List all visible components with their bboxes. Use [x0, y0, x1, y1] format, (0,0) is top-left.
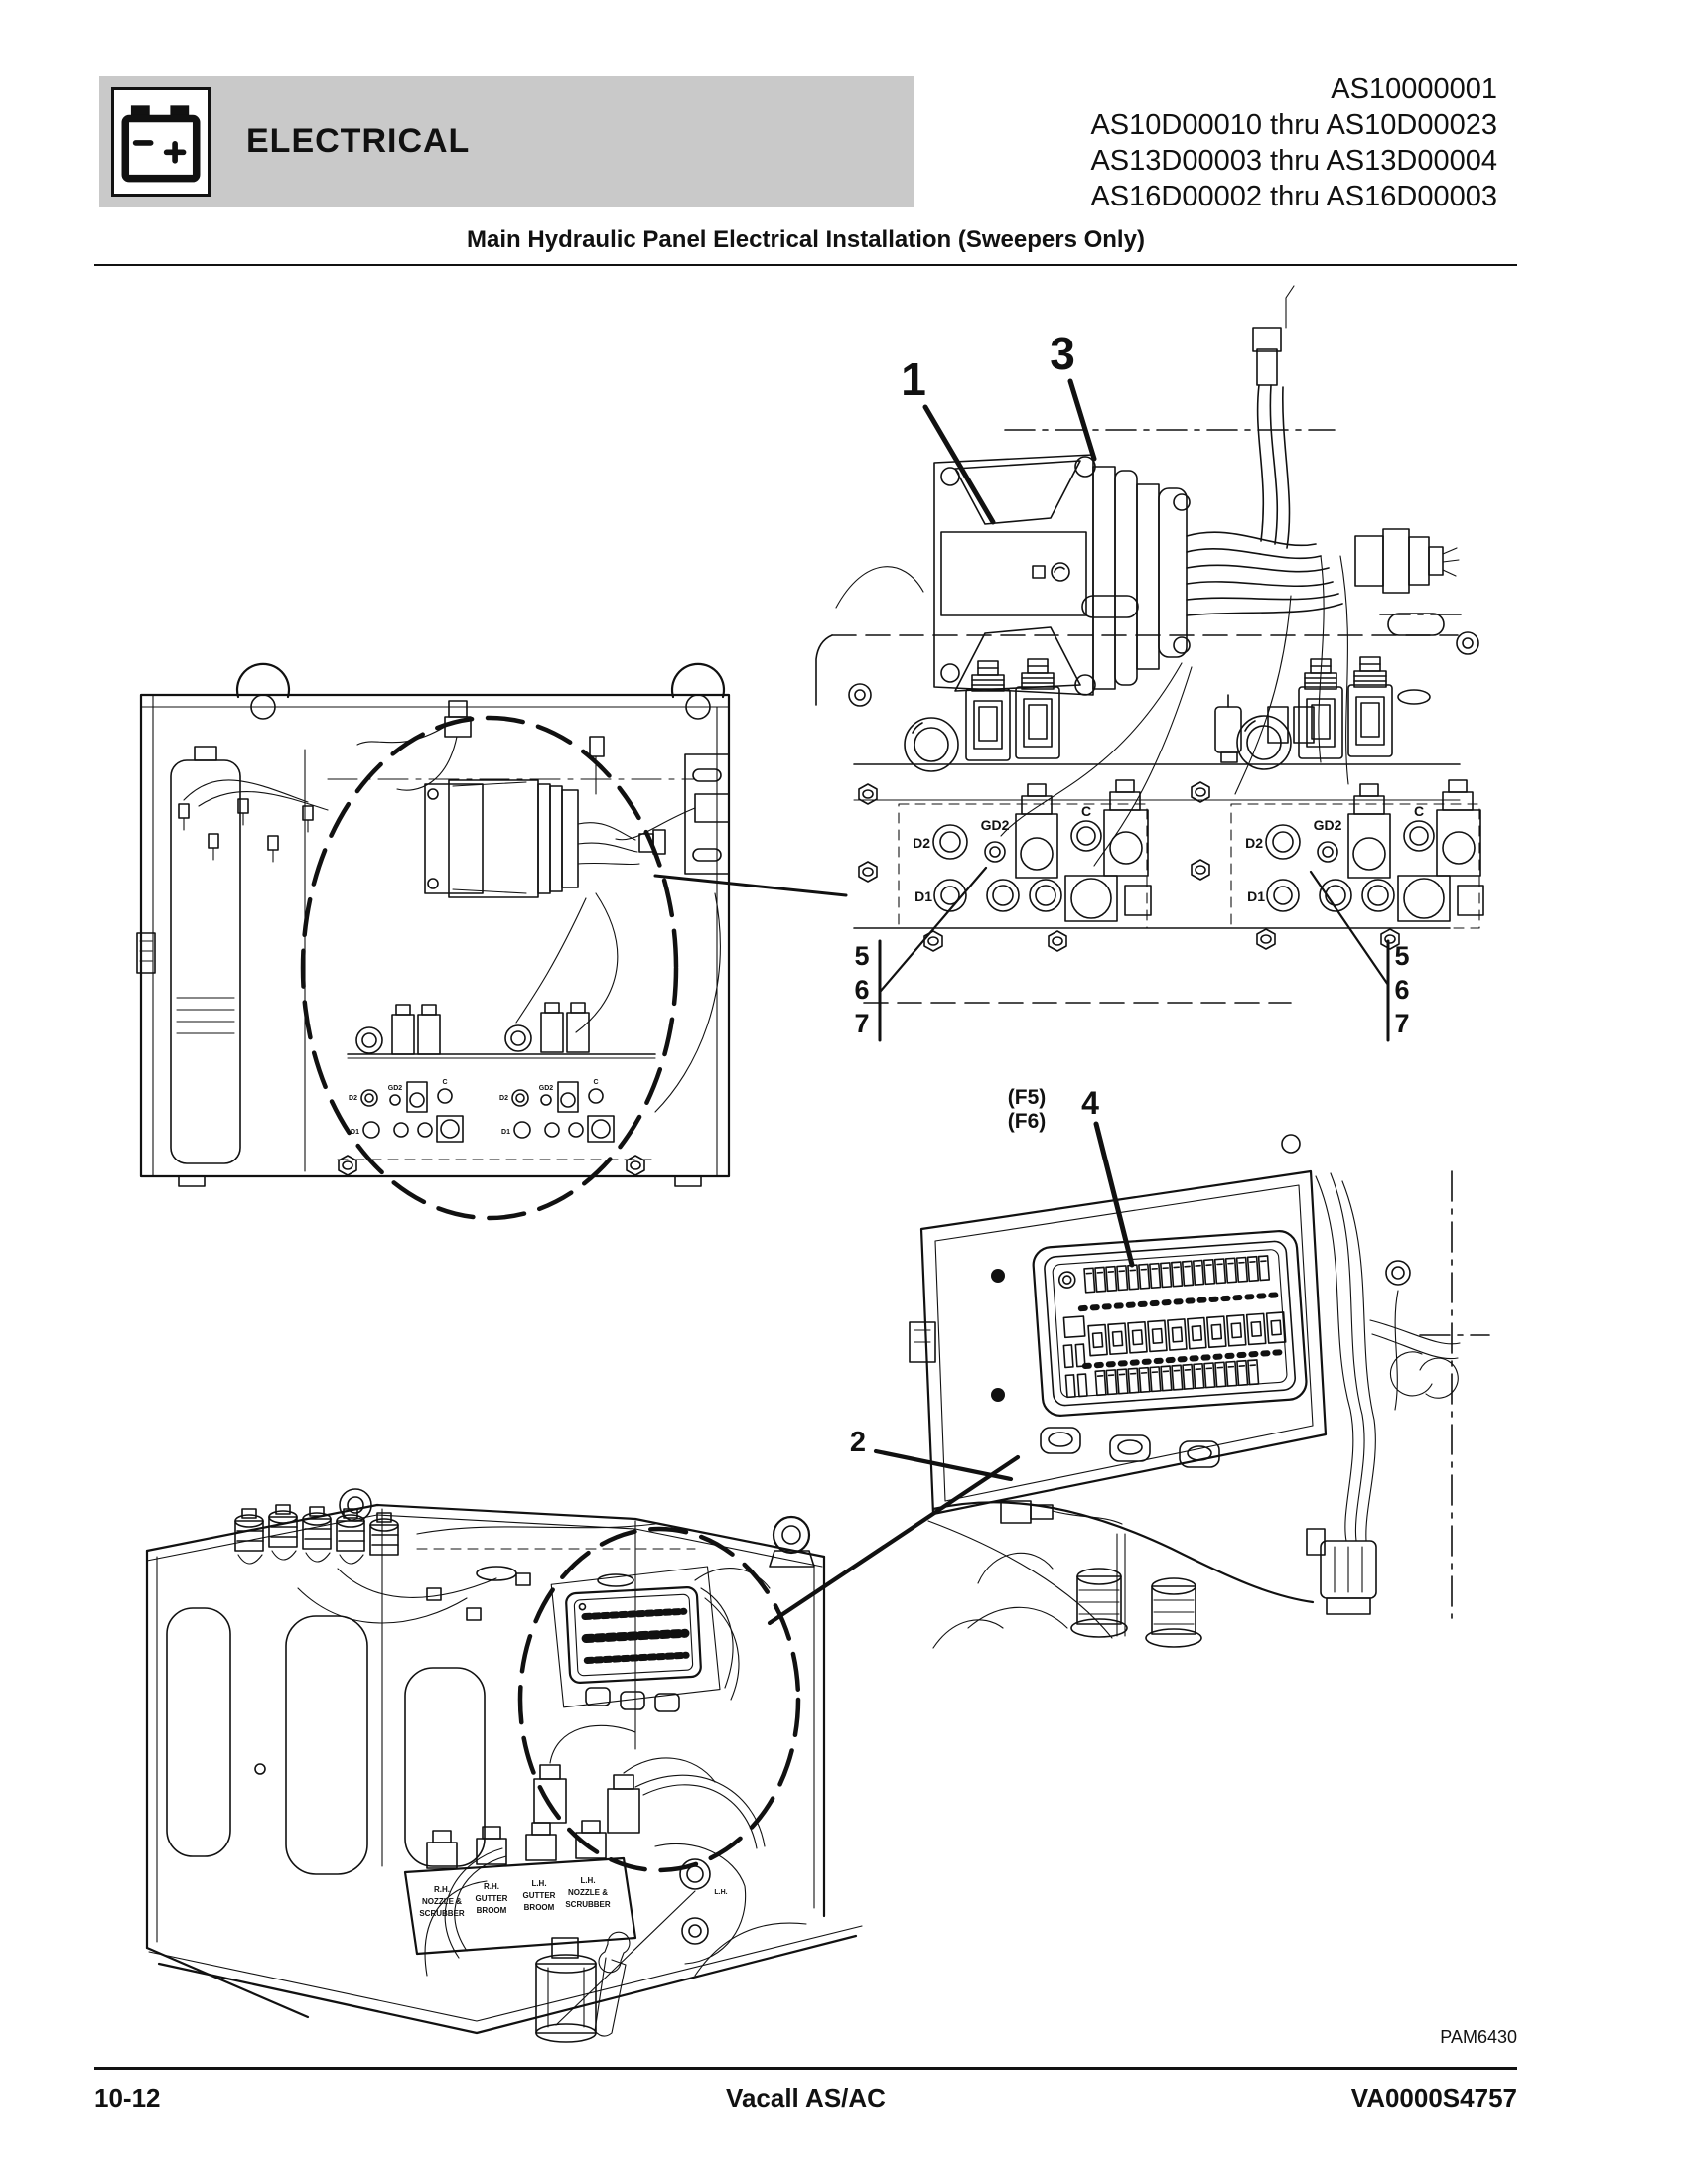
valve-label: GUTTER [523, 1891, 556, 1900]
port-label-d2: D2 [499, 1095, 508, 1102]
callout-567-right: 5 6 7 [1309, 870, 1410, 1042]
page-title: Main Hydraulic Panel Electrical Installa… [467, 226, 1145, 253]
valve-label: BROOM [524, 1903, 555, 1912]
valve-label: NOZZLE & [422, 1897, 462, 1906]
valve-label: SCRUBBER [565, 1900, 611, 1909]
footer-rule [94, 2067, 1517, 2070]
callout-7: 7 [1394, 1009, 1409, 1038]
figure-code: PAM6430 [1440, 2027, 1517, 2047]
serial-line: AS10000001 [1331, 73, 1497, 105]
valve-label: R.H. [484, 1882, 499, 1891]
valve-label: L.H. [531, 1879, 546, 1888]
valve-label: GUTTER [476, 1894, 508, 1903]
serial-number-block: AS10000001 AS10D00010 thru AS10D00023 AS… [1090, 71, 1497, 214]
footer: 10-12 Vacall AS/AC VA0000S4757 [94, 2083, 1517, 2114]
mini-port-labels-left: D2 GD2 C D1 [349, 1079, 464, 1143]
port-label-c: C [593, 1079, 598, 1086]
valve-label: SCRUBBER [419, 1909, 465, 1918]
callout-3: 3 [1050, 328, 1075, 379]
callout-5: 5 [854, 941, 869, 971]
page-number: 10-12 [94, 2083, 161, 2113]
callout-2: 2 [850, 1427, 866, 1458]
mini-port-labels-right: D2 GD2 C D1 [499, 1079, 615, 1143]
callout-6: 6 [1394, 975, 1409, 1005]
port-label-d1: D1 [501, 1129, 510, 1136]
valve-label: NOZZLE & [568, 1888, 608, 1897]
valve-label: L.H. [580, 1876, 595, 1885]
port-label-gd2: GD2 [539, 1085, 554, 1092]
port-label-d2: D2 [349, 1095, 357, 1102]
model-name: Vacall AS/AC [726, 2083, 886, 2113]
callout-567-left: 5 6 7 [854, 866, 988, 1042]
callout-6: 6 [854, 975, 869, 1005]
valve-label: BROOM [477, 1906, 507, 1915]
diagram-fuse-panel: (F5) (F6) 4 2 [850, 1085, 1490, 1649]
callout-7: 7 [854, 1009, 869, 1038]
diagram-pump-detail: 1 3 5 6 7 5 6 7 [815, 285, 1484, 1042]
section-title: ELECTRICAL [246, 122, 471, 160]
callout-1: 1 [901, 353, 926, 405]
valve-function-labels: R.H. NOZZLE & SCRUBBER R.H. GUTTER BROOM… [419, 1876, 611, 1918]
diagram-panel-front: D2 GD2 C D1 D2 GD2 C D1 [136, 662, 848, 1221]
serial-line: AS10D00010 thru AS10D00023 [1090, 109, 1497, 141]
document-number: VA0000S4757 [1350, 2083, 1517, 2113]
serial-line: AS16D00002 thru AS16D00003 [1090, 181, 1497, 212]
battery-icon [111, 87, 211, 197]
section-banner: ELECTRICAL [99, 76, 914, 207]
port-label-d1: D1 [351, 1129, 359, 1136]
pump-label: L.H. [714, 1889, 727, 1896]
port-label-gd2: GD2 [388, 1085, 403, 1092]
fuse-ref-f5: (F5) [1008, 1086, 1047, 1109]
fuse-ref-f6: (F6) [1008, 1110, 1047, 1133]
serial-line: AS13D00003 thru AS13D00004 [1090, 145, 1497, 177]
port-label-c: C [442, 1079, 447, 1086]
diagram-enclosure-iso: R.H. NOZZLE & SCRUBBER R.H. GUTTER BROOM… [145, 1454, 1021, 2043]
valve-label: R.H. [434, 1885, 450, 1894]
title-rule [94, 264, 1517, 266]
callout-4: 4 [1081, 1085, 1099, 1121]
callout-5: 5 [1394, 941, 1409, 971]
